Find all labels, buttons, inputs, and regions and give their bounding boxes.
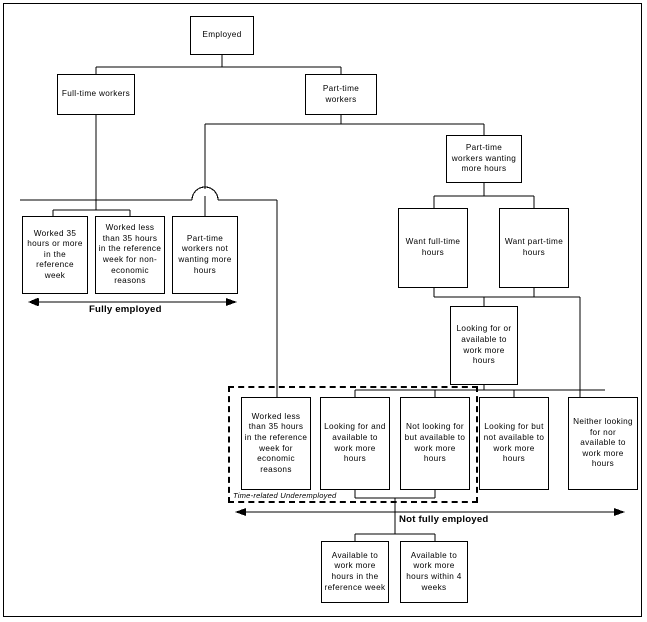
node-looking-but-not-available-label: Looking for but not available to work mo…: [483, 422, 545, 464]
node-want-full-time-hours-label: Want full-time hours: [405, 237, 461, 257]
node-neither-looking-nor-available[interactable]: Neither looking for nor available to wor…: [568, 397, 638, 490]
node-part-time-wanting-more-hours[interactable]: Part-time workers wanting more hours: [446, 135, 522, 183]
node-employed[interactable]: Employed: [190, 16, 254, 55]
node-not-looking-but-available[interactable]: Not looking for but available to work mo…: [400, 397, 470, 490]
node-worked-less-non-economic[interactable]: Worked less than 35 hours in the referen…: [95, 216, 165, 294]
node-available-reference-week-label: Available to work more hours in the refe…: [324, 550, 386, 592]
time-related-underemployed-region: [228, 386, 478, 503]
node-part-time-workers-label: Part-time workers: [322, 83, 360, 104]
node-want-full-time-hours[interactable]: Want full-time hours: [398, 208, 468, 288]
node-part-time-not-wanting-more-hours[interactable]: Part-time workers not wanting more hours: [172, 216, 238, 294]
node-worked-35-or-more[interactable]: Worked 35 hours or more in the reference…: [22, 216, 88, 294]
node-available-reference-week[interactable]: Available to work more hours in the refe…: [321, 541, 389, 603]
node-part-time-wanting-more-hours-label: Part-time workers wanting more hours: [451, 143, 517, 174]
node-part-time-workers[interactable]: Part-time workers: [305, 74, 377, 115]
fully-employed-span-label: Fully employed: [86, 304, 165, 315]
node-worked-35-or-more-label: Worked 35 hours or more in the reference…: [27, 228, 83, 280]
node-want-part-time-hours[interactable]: Want part-time hours: [499, 208, 569, 288]
node-worked-less-economic-label: Worked less than 35 hours in the referen…: [244, 411, 308, 474]
node-not-looking-but-available-label: Not looking for but available to work mo…: [404, 422, 466, 464]
node-full-time-workers-label: Full-time workers: [61, 89, 131, 99]
time-related-underemployed-label: Time-related Underemployed: [232, 491, 338, 500]
node-want-part-time-hours-label: Want part-time hours: [504, 237, 564, 257]
diagram-border: [3, 3, 642, 617]
node-part-time-not-wanting-more-hours-label: Part-time workers not wanting more hours: [178, 233, 232, 275]
node-worked-less-non-economic-label: Worked less than 35 hours in the referen…: [98, 223, 162, 286]
node-neither-looking-nor-available-label: Neither looking for nor available to wor…: [573, 417, 633, 469]
node-looking-and-available-label: Looking for and available to work more h…: [324, 422, 386, 464]
node-full-time-workers[interactable]: Full-time workers: [57, 74, 135, 115]
node-looking-but-not-available[interactable]: Looking for but not available to work mo…: [479, 397, 549, 490]
node-looking-or-available-label: Looking for or available to work more ho…: [456, 324, 512, 366]
node-looking-or-available[interactable]: Looking for or available to work more ho…: [450, 306, 518, 385]
node-available-within-4-weeks[interactable]: Available to work more hours within 4 we…: [400, 541, 468, 603]
node-employed-label: Employed: [202, 30, 242, 40]
node-available-within-4-weeks-label: Available to work more hours within 4 we…: [406, 550, 462, 592]
node-worked-less-economic[interactable]: Worked less than 35 hours in the referen…: [241, 397, 311, 490]
node-looking-and-available[interactable]: Looking for and available to work more h…: [320, 397, 390, 490]
not-fully-employed-span-label: Not fully employed: [396, 514, 492, 525]
